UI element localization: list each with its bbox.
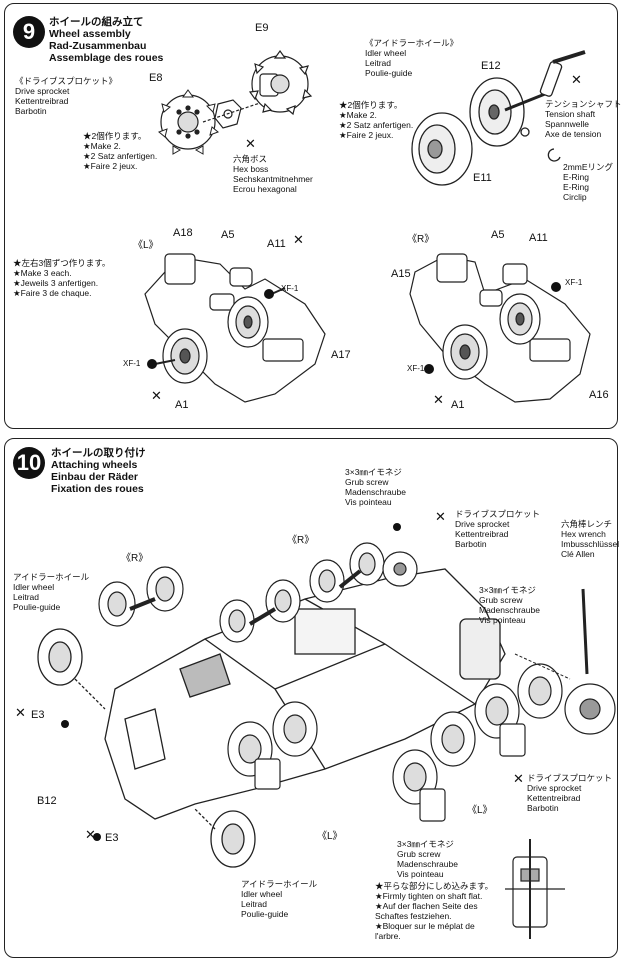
hex-wrench-label: 六角棒レンチ Hex wrench Imbusschlüssel Clé All… [561, 519, 620, 559]
wrench-icon: ✕ [151, 388, 162, 403]
sprocket-e9-drawing [248, 49, 313, 116]
step-9-panel: 9 ホイールの組み立て Wheel assembly Rad-Zusammenb… [4, 3, 622, 429]
wrench-icon: ✕ [433, 392, 444, 407]
side-label-r-1: 《R》 [121, 553, 149, 564]
grease-dot-right-2 [551, 282, 561, 292]
make-2-note-right: ★2個作ります。 ★Make 2. ★2 Satz anfertigen. ★F… [339, 100, 414, 140]
step-10-panel: 10 ホイールの取り付け Attaching wheels Einbau der… [4, 438, 620, 958]
drive-sprocket-label-right: ドライブスプロケット Drive sprocket Kettentreibrad… [527, 773, 613, 813]
part-e11: E11 [473, 172, 492, 184]
step-9-illustration [144, 49, 591, 403]
idler-wheel-label: 《アイドラーホイール》 Idler wheel Leitrad Poulie-g… [365, 38, 459, 78]
step-9-title: ホイールの組み立て Wheel assembly Rad-Zusammenbau… [49, 16, 164, 64]
part-a11-left: A11 [267, 238, 286, 250]
drive-sprockets-drawing [382, 551, 616, 735]
part-e3-a: E3 [31, 709, 45, 721]
part-a16: A16 [589, 389, 609, 401]
part-e9: E9 [255, 22, 269, 34]
side-label-r: 《R》 [407, 234, 435, 245]
wrench-icon: ✕ [245, 136, 256, 151]
road-wheels-right-drawing [98, 542, 385, 643]
bogie-right-drawing [409, 253, 591, 403]
wrench-icon: ✕ [15, 705, 26, 720]
grub-screw-label-mid: 3×3㎜イモネジ Grub screw Madenschraube Vis po… [479, 585, 540, 625]
part-a15: A15 [391, 268, 411, 280]
part-a1-left: A1 [175, 399, 189, 411]
part-xf1-b: XF-1 [123, 359, 141, 368]
grease-dot-left-1 [147, 359, 157, 369]
wrench-icon: ✕ [571, 72, 582, 87]
drive-sprocket-label-top: ドライブスプロケット Drive sprocket Kettentreibrad… [455, 509, 541, 549]
hull-drawing [104, 568, 506, 820]
hex-boss-label: 六角ボス Hex boss Sechskantmitnehmer Ecrou h… [233, 154, 313, 194]
side-label-l-1: 《L》 [317, 831, 343, 842]
shaft-flat-note: ★平らな部分にしめ込みます。 ★Firmly tighten on shaft … [375, 881, 494, 941]
part-a5-right: A5 [491, 229, 505, 241]
make-2-note-left: ★2個作ります。 ★Make 2. ★2 Satz anfertigen. ★F… [83, 131, 158, 171]
wrench-icon: ✕ [293, 232, 304, 247]
part-a5-left: A5 [221, 229, 235, 241]
step-9-badge: 9 [13, 16, 45, 48]
side-label-l: 《L》 [133, 240, 159, 251]
side-label-l-2: 《L》 [467, 805, 493, 816]
shaft-flat-inset-drawing [505, 839, 565, 939]
part-e8: E8 [149, 72, 163, 84]
part-a17: A17 [331, 349, 351, 361]
grub-screw-label-top: 3×3㎜イモネジ Grub screw Madenschraube Vis po… [345, 467, 406, 507]
e-ring-label: 2mmEリング E-Ring E-Ring Circlip [563, 162, 614, 202]
wrench-icon: ✕ [435, 509, 446, 524]
part-e3-b: E3 [105, 832, 119, 844]
idler-wheel-label-left: アイドラーホイール Idler wheel Leitrad Poulie-gui… [13, 572, 90, 612]
idler-wheel-label-bottom: アイドラーホイール Idler wheel Leitrad Poulie-gui… [241, 879, 318, 919]
hex-wrench-drawing [581, 588, 589, 675]
part-xf1-d: XF-1 [407, 364, 425, 373]
part-b12: B12 [37, 795, 57, 807]
wrench-icon: ✕ [513, 771, 524, 786]
bogie-left-drawing [144, 253, 326, 403]
part-a1-right: A1 [451, 399, 465, 411]
part-e12: E12 [481, 60, 501, 72]
idler-wheel-drawing [411, 50, 586, 186]
idler-wheels-drawing [37, 628, 256, 868]
tension-shaft-label: テンションシャフト Tension shaft Spannwelle Axe d… [545, 99, 622, 139]
part-a11-right: A11 [529, 232, 548, 244]
step-10-illustration [37, 523, 616, 939]
step-10-badge: 10 [13, 447, 45, 479]
grub-screw-label-bottom: 3×3㎜イモネジ Grub screw Madenschraube Vis po… [397, 839, 458, 879]
part-a18: A18 [173, 227, 193, 239]
sprocket-e8-drawing [158, 89, 219, 155]
make-3-each-note: ★左右3個ずつ作ります。 ★Make 3 each. ★Jeweils 3 an… [13, 258, 111, 298]
part-xf1-c: XF-1 [565, 278, 583, 287]
road-wheels-left-drawing [227, 663, 563, 822]
grease-dot-left-2 [264, 289, 274, 299]
side-label-r-2: 《R》 [287, 535, 315, 546]
step-10-title: ホイールの取り付け Attaching wheels Einbau der Rä… [51, 447, 146, 495]
drive-sprocket-label: 《ドライブスプロケット》 Drive sprocket Kettentreibr… [15, 76, 118, 116]
part-xf1-a: XF-1 [281, 284, 299, 293]
wrench-icon: ✕ [85, 827, 96, 842]
grease-dot-right-1 [424, 364, 434, 374]
hex-boss-drawing [202, 99, 264, 129]
